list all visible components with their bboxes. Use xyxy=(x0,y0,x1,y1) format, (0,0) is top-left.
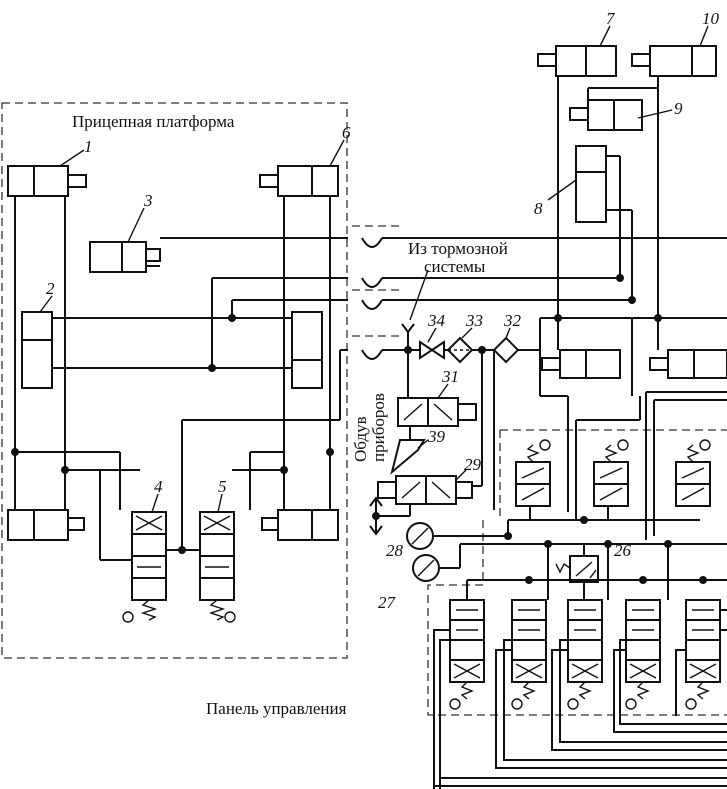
supply-line xyxy=(401,323,540,510)
panel-upper-valves xyxy=(504,391,727,548)
label-9: 9 xyxy=(674,99,683,118)
label-39: 39 xyxy=(427,427,446,446)
valve-26 xyxy=(555,544,599,600)
valve-5 xyxy=(199,511,236,623)
return-lines xyxy=(433,609,727,789)
cylinder-7 xyxy=(537,45,617,77)
label-27: 27 xyxy=(378,593,397,612)
cylinder-9 xyxy=(569,99,643,131)
label-7: 7 xyxy=(606,9,616,28)
valve-31 xyxy=(397,397,477,427)
gauge-27 xyxy=(412,543,727,582)
cylinder-1 xyxy=(7,165,87,197)
cylinder-lower-2 xyxy=(649,349,727,379)
blow-label-line2: приборов xyxy=(369,393,388,462)
label-28: 28 xyxy=(386,541,404,560)
label-10: 10 xyxy=(702,9,720,28)
cylinder-bottom-left xyxy=(7,509,85,541)
label-8: 8 xyxy=(534,199,543,218)
cylinder-bottom-right xyxy=(261,509,339,541)
brake-label-line2: системы xyxy=(424,257,486,276)
panel-lower-valves xyxy=(449,544,727,710)
right-piping xyxy=(539,76,727,512)
cylinder-6 xyxy=(259,165,339,197)
label-26: 26 xyxy=(614,541,632,560)
gauge-28 xyxy=(406,522,508,550)
cylinder-8 xyxy=(575,145,632,223)
cylinder-3 xyxy=(89,241,161,273)
label-29: 29 xyxy=(464,455,482,474)
nozzle-39 xyxy=(390,426,426,475)
platform-label: Прицепная платформа xyxy=(72,112,235,131)
label-4: 4 xyxy=(154,477,163,496)
blow-label-line1: Обдув xyxy=(351,416,370,462)
label-34: 34 xyxy=(427,311,446,330)
platform-piping xyxy=(11,196,348,561)
label-31: 31 xyxy=(441,367,459,386)
label-1: 1 xyxy=(84,137,93,156)
cylinder-2-left xyxy=(21,311,53,389)
leader-lines xyxy=(39,25,709,579)
cylinder-10 xyxy=(631,45,717,77)
label-6: 6 xyxy=(342,123,351,142)
label-32: 32 xyxy=(503,311,522,330)
valve-4 xyxy=(122,511,167,623)
cylinder-lower-1 xyxy=(541,349,621,379)
platform-frame xyxy=(1,102,348,659)
label-3: 3 xyxy=(143,191,153,210)
label-2: 2 xyxy=(46,279,55,298)
hose-couplings xyxy=(352,225,727,360)
label-5: 5 xyxy=(218,477,227,496)
cylinder-2-right xyxy=(291,311,323,389)
label-33: 33 xyxy=(465,311,483,330)
valve-29 xyxy=(369,475,482,536)
panel-label: Панель управления xyxy=(206,699,347,718)
brake-label-line1: Из тормозной xyxy=(408,239,508,258)
control-panel-frame xyxy=(427,429,727,716)
